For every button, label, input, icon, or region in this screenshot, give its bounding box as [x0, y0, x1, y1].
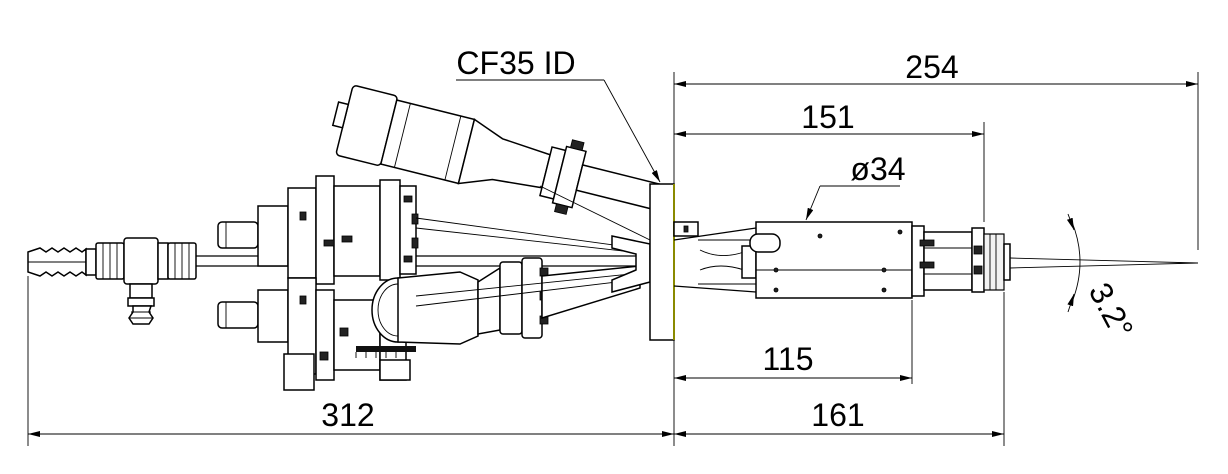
cf35-flange — [649, 183, 675, 341]
dimension-254-label: 254 — [905, 49, 958, 85]
port-cluster — [217, 175, 419, 391]
dimension-115: 115 — [674, 341, 912, 381]
dimension-lines: 254 151 ø34 CF35 ID 115 161 — [27, 45, 1199, 446]
beam-cone — [1009, 257, 1199, 269]
upper-angled-cell — [331, 85, 662, 215]
flange-leader: CF35 ID — [456, 45, 661, 183]
dimension-161: 161 — [674, 397, 1004, 437]
dimension-254: 254 — [674, 49, 1198, 87]
dimension-161-label: 161 — [811, 397, 864, 433]
angle-label: 3.2° — [1082, 277, 1141, 344]
hose-barb — [27, 247, 87, 277]
dimension-151: 151 — [674, 99, 984, 137]
dimension-312-label: 312 — [321, 397, 374, 433]
dimension-312: 312 — [28, 397, 674, 437]
flange-label: CF35 ID — [456, 45, 575, 81]
converging-tubes — [415, 185, 651, 307]
diameter-label: ø34 — [850, 151, 905, 187]
probe-body — [673, 221, 1011, 299]
dimension-115-label: 115 — [762, 341, 813, 377]
scale-ticks — [355, 346, 416, 358]
diameter-leader: ø34 — [805, 151, 906, 221]
assembly-drawing — [27, 85, 1199, 391]
angle-dimension: 3.2° — [1066, 213, 1141, 344]
tee-fitting — [85, 237, 197, 325]
dimension-151-label: 151 — [801, 99, 854, 135]
